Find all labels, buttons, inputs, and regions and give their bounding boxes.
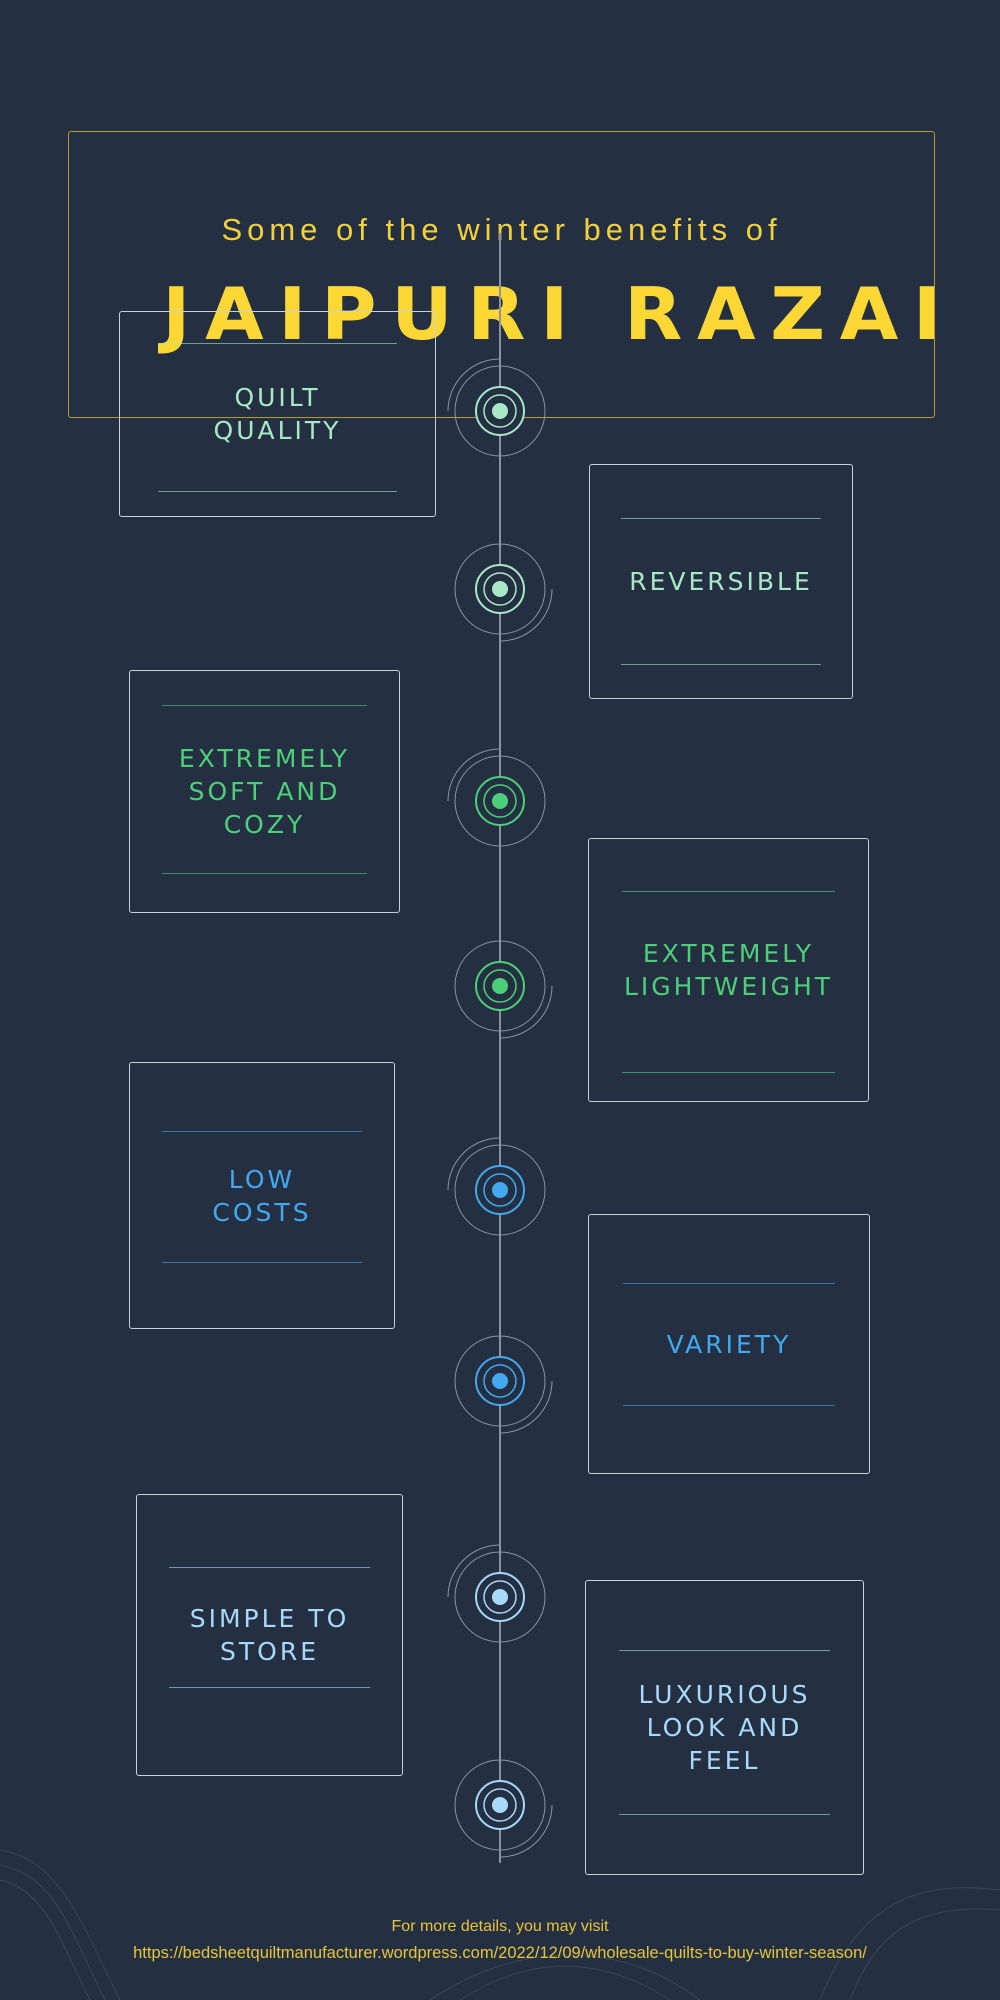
divider: [622, 1405, 836, 1406]
benefit-card: VARIETY: [588, 1214, 870, 1474]
divider: [622, 891, 835, 892]
divider: [157, 343, 398, 344]
benefit-card: SIMPLE TO STORE: [136, 1494, 403, 1776]
benefit-card: QUILT QUALITY: [119, 311, 436, 517]
divider: [161, 1262, 363, 1263]
timeline-node-icon: [440, 529, 560, 649]
benefit-card: REVERSIBLE: [589, 464, 853, 699]
divider: [622, 1283, 836, 1284]
benefit-label: LUXURIOUS LOOK AND FEEL: [638, 1680, 811, 1775]
benefit-label: REVERSIBLE: [629, 567, 813, 596]
page-title: JAIPURI RAZAI: [162, 272, 956, 356]
benefit-label: LOW COSTS: [212, 1164, 312, 1227]
timeline-node-icon: [440, 351, 560, 471]
subtitle: Some of the winter benefits of: [221, 212, 782, 247]
divider: [162, 705, 367, 706]
timeline-node-icon: [440, 1130, 560, 1250]
divider: [621, 518, 821, 519]
divider: [168, 1567, 371, 1568]
benefit-label: VARIETY: [666, 1329, 792, 1359]
timeline-node-icon: [440, 926, 560, 1046]
divider: [161, 1131, 363, 1132]
footer-text: For more details, you may visit: [391, 1918, 609, 1935]
benefit-card: LOW COSTS: [129, 1062, 395, 1329]
footer-link[interactable]: https://bedsheetquiltmanufacturer.wordpr…: [133, 1944, 867, 1962]
divider: [168, 1687, 371, 1688]
timeline-node-icon: [440, 1537, 560, 1657]
benefit-card: EXTREMELY LIGHTWEIGHT: [588, 838, 869, 1102]
benefit-label: EXTREMELY LIGHTWEIGHT: [623, 939, 834, 1001]
benefit-label: QUILT QUALITY: [213, 383, 342, 445]
divider: [619, 1814, 830, 1815]
benefit-label: EXTREMELY SOFT AND COZY: [178, 744, 351, 839]
timeline-node-icon: [440, 1745, 560, 1865]
wave-decoration: [0, 1849, 1000, 2000]
divider: [157, 491, 398, 492]
benefit-label: SIMPLE TO STORE: [189, 1604, 350, 1666]
timeline-node-icon: [440, 741, 560, 861]
divider: [621, 664, 821, 665]
benefit-card: EXTREMELY SOFT AND COZY: [129, 670, 400, 913]
timeline-node-icon: [440, 1321, 560, 1441]
divider: [162, 873, 367, 874]
divider: [619, 1650, 830, 1651]
benefit-card: LUXURIOUS LOOK AND FEEL: [585, 1580, 864, 1875]
timeline-line: [499, 233, 501, 1863]
divider: [622, 1072, 835, 1073]
